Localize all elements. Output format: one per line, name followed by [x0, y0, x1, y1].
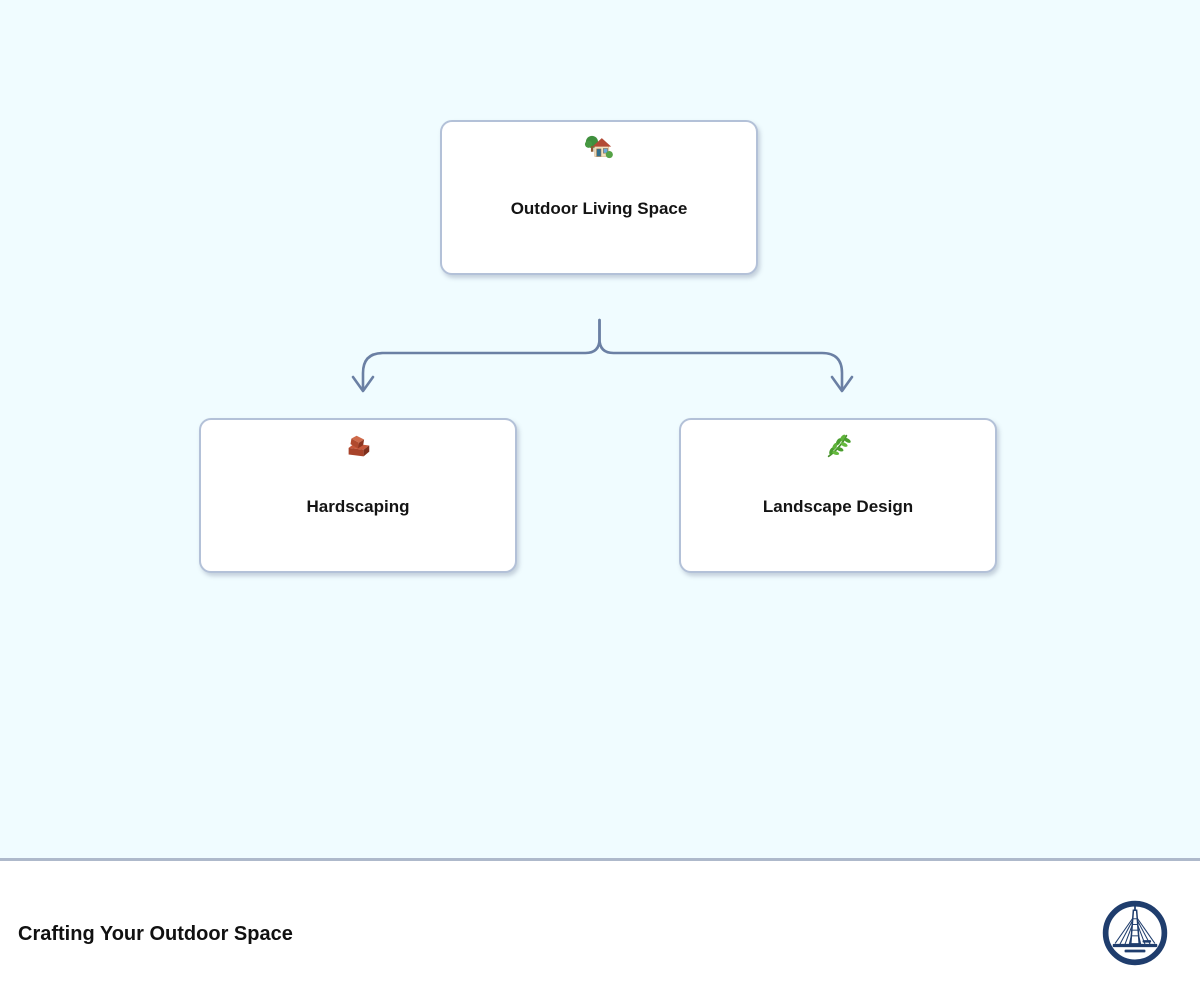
connector-left-arrowhead [351, 375, 375, 393]
footer-divider [0, 858, 1200, 861]
node-label: Outdoor Living Space [510, 199, 688, 218]
node-label: Hardscaping [306, 497, 410, 516]
footer-title: Crafting Your Outdoor Space [18, 923, 293, 945]
node-hardscaping: Hardscaping [199, 418, 517, 573]
herb-icon [827, 434, 851, 458]
bricks-icon [348, 435, 370, 457]
node-outdoor-living-space: Outdoor Living Space [440, 120, 758, 275]
connector-left-branch [361, 318, 601, 390]
bridge-logo-icon [1102, 900, 1168, 966]
node-label: Landscape Design [762, 497, 914, 516]
footer: Crafting Your Outdoor Space [0, 861, 1200, 1000]
house-with-garden-icon [584, 135, 613, 159]
diagram-canvas: Outdoor Living Space Hardscaping [199, 120, 997, 573]
connector-right-branch [598, 318, 844, 390]
connector-right-arrowhead [830, 375, 854, 393]
node-landscape-design: Landscape Design [679, 418, 997, 573]
